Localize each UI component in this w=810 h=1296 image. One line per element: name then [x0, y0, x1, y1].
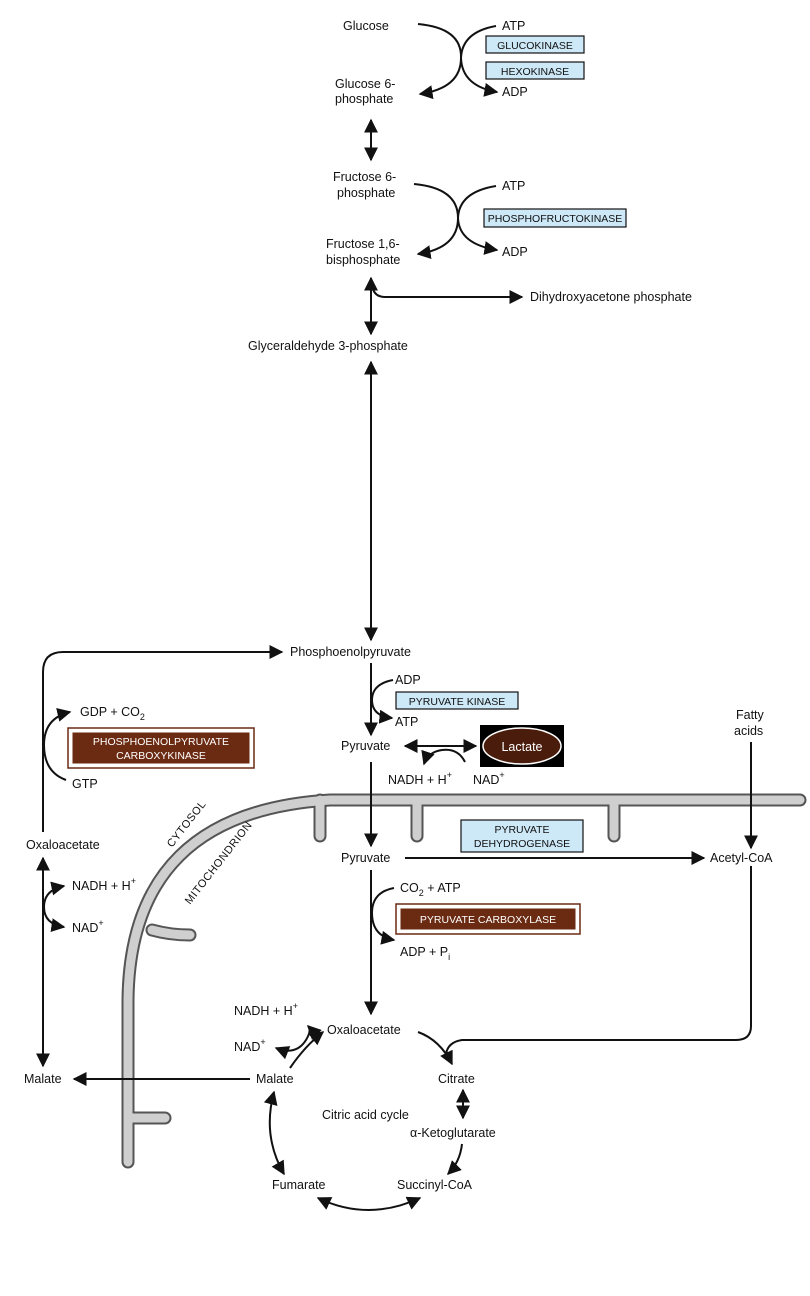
- nad-label-mito: NAD+: [234, 1037, 266, 1054]
- acetyl-coa-label: Acetyl-CoA: [710, 851, 773, 865]
- pyruvate-cytosol-label: Pyruvate: [341, 739, 390, 753]
- dhap-arrow: [371, 283, 524, 304]
- pyruvate-carboxylase-label: PYRUVATE CARBOXYLASE: [420, 914, 556, 926]
- fructose-bisphosphate-label-line2: bisphosphate: [326, 253, 400, 267]
- pyruvate-kinase-step: ADP ATP PYRUVATE KINASE: [364, 663, 519, 737]
- phosphofructokinase-label: PHOSPHOFRUCTOKINASE: [488, 213, 623, 225]
- atp-to-adp-arrow-1: [459, 25, 499, 97]
- atp-label-2: ATP: [502, 179, 525, 193]
- pepck-label-line1: PHOSPHOENOLPYRUVATE: [93, 736, 229, 748]
- pyruvate-carboxylase-box: [399, 907, 577, 931]
- akg-to-succinylcoa-arrow: [447, 1143, 463, 1175]
- mitochondrial-membrane: [121, 793, 807, 1169]
- atp-to-adp-arrow-2: [456, 185, 499, 255]
- pepck-label-line2: CARBOXYKINASE: [116, 750, 206, 762]
- pyruvate-dehydrogenase-box: [460, 819, 584, 853]
- fructose-6-phosphate-label-line2: phosphate: [337, 186, 395, 200]
- pyruvate-dehydrogenase-label-line1: PYRUVATE: [494, 824, 549, 836]
- nad-label-lactate: NAD+: [473, 770, 505, 787]
- adp-label-1: ADP: [502, 85, 528, 99]
- lactate-label: Lactate: [501, 740, 542, 754]
- co2-atp-to-adp-arrow: [370, 887, 396, 945]
- glucose-6-phosphate-label-line2: phosphate: [335, 92, 393, 106]
- citrate-label: Citrate: [438, 1072, 475, 1086]
- dihydroxyacetone-phosphate-label: Dihydroxyacetone phosphate: [530, 290, 692, 304]
- glucose-hexokinase-step: Glucose Glucose 6- phosphate ATP ADP GLU…: [335, 19, 585, 106]
- succinyl-coa-label: Succinyl-CoA: [397, 1178, 473, 1192]
- succinyl-fumarate-arrow: [316, 1196, 422, 1211]
- f6p-to-f16bp-arrow: [413, 183, 460, 260]
- nadh-nad-cytosol-arrow: [42, 881, 66, 933]
- atp-label-3: ATP: [395, 715, 418, 729]
- atp-label-1: ATP: [502, 19, 525, 33]
- adp-pi-label: ADP + Pi: [400, 945, 450, 962]
- glucose-6-phosphate-label-line1: Glucose 6-: [335, 77, 395, 91]
- adp-label-2: ADP: [502, 245, 528, 259]
- pyruvate-kinase-box: [395, 691, 519, 710]
- fumarate-label: Fumarate: [272, 1178, 326, 1192]
- hexokinase-label: HEXOKINASE: [501, 66, 569, 78]
- fumarate-malate-arrow: [263, 1090, 285, 1176]
- adp-to-atp-arrow: [370, 679, 394, 724]
- nadh-label-lactate: NADH + H+: [388, 770, 452, 787]
- glucose-to-g6p-arrow: [417, 23, 463, 100]
- nadh-nad-mito-arrow: [274, 1025, 322, 1060]
- pyruvate-carboxylase-step: CO2 + ATP ADP + Pi PYRUVATE CARBOXYLASE: [364, 870, 581, 1016]
- malate-mitochondrion-label: Malate: [256, 1072, 294, 1086]
- oxaloacetate-mitochondrion-label: Oxaloacetate: [327, 1023, 401, 1037]
- hexokinase-box: [485, 61, 585, 80]
- nadh-label-mito: NADH + H+: [234, 1001, 298, 1018]
- oaa-to-pep-arrow: [42, 645, 284, 832]
- glucokinase-box: [485, 35, 585, 54]
- phosphofructokinase-step: Fructose 6- phosphate Fructose 1,6- bisp…: [326, 170, 627, 267]
- lactate-ellipse: [482, 727, 562, 765]
- malate-cytosol-label: Malate: [24, 1072, 62, 1086]
- oxaloacetate-cytosol-label: Oxaloacetate: [26, 838, 100, 852]
- pyruvate-dehydrogenase-label-line2: DEHYDROGENASE: [474, 838, 570, 850]
- pyruvate-mitochondrion-label: Pyruvate: [341, 851, 390, 865]
- phosphofructokinase-box: [483, 208, 627, 228]
- glyceraldehyde-3-phosphate-label: Glyceraldehyde 3-phosphate: [248, 339, 408, 353]
- pyruvate-kinase-label: PYRUVATE KINASE: [409, 696, 505, 708]
- citric-acid-cycle: Oxaloacetate Malate Citrate Citric acid …: [234, 866, 752, 1211]
- co2-atp-label: CO2 + ATP: [400, 881, 461, 898]
- pepck-step: GDP + CO2 GTP PHOSPHOENOLPYRUVATE CARBOX…: [42, 645, 284, 832]
- nad-label-cytosol: NAD+: [72, 918, 104, 935]
- pepck-box: [71, 731, 251, 765]
- nadh-nad-lactate-arrow: [421, 748, 466, 766]
- nadh-label-cytosol: NADH + H+: [72, 876, 136, 893]
- fatty-acids-label-line1: Fatty: [736, 708, 765, 722]
- oaa-to-citrate-arrow: [417, 1031, 453, 1066]
- phosphoenolpyruvate-label: Phosphoenolpyruvate: [290, 645, 411, 659]
- adp-label-3: ADP: [395, 673, 421, 687]
- fructose-6-phosphate-label-line1: Fructose 6-: [333, 170, 396, 184]
- glucose-label: Glucose: [343, 19, 389, 33]
- gdp-co2-label: GDP + CO2: [80, 705, 145, 722]
- alpha-ketoglutarate-label: α-Ketoglutarate: [410, 1126, 496, 1140]
- fatty-acids-label-line2: acids: [734, 724, 763, 738]
- citric-acid-cycle-label: Citric acid cycle: [322, 1108, 409, 1122]
- acetylcoa-to-citrate-line: [445, 866, 752, 1055]
- gtp-label: GTP: [72, 777, 98, 791]
- gtp-to-gdp-arrow: [42, 708, 72, 781]
- fructose-bisphosphate-label-line1: Fructose 1,6-: [326, 237, 400, 251]
- glucokinase-label: GLUCOKINASE: [497, 40, 573, 52]
